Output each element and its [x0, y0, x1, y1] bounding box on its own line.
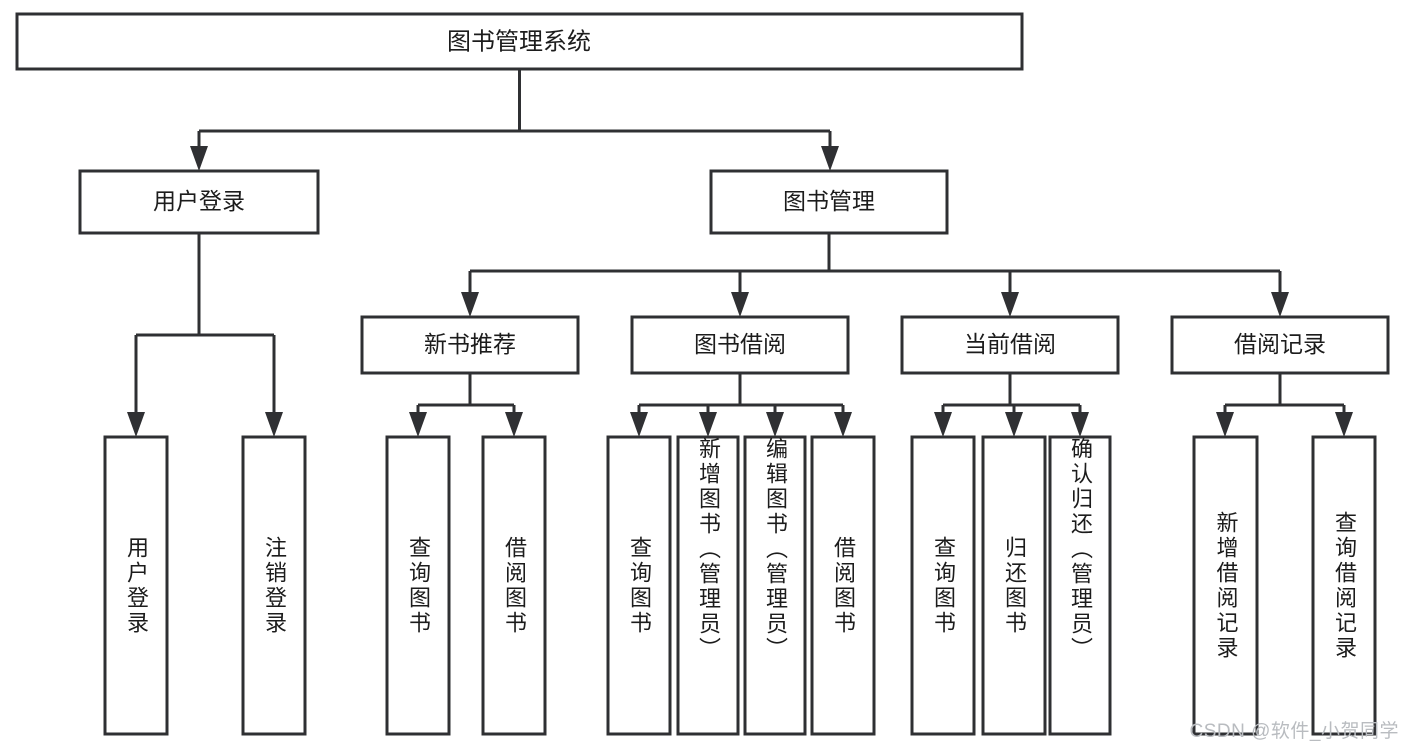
node-book-mgmt-label: 图书管理 — [783, 188, 875, 214]
node-current-borrow[interactable]: 当前借阅 — [900, 315, 1120, 375]
leaf-node-borrow-book-1[interactable] — [481, 435, 547, 736]
node-root-title[interactable]: 图书管理系统 — [15, 12, 1024, 71]
node-new-book-rec[interactable]: 新书推荐 — [360, 315, 580, 375]
connector-userlogin-to-leaves — [127, 233, 283, 437]
leaf-node-borrow-book-2[interactable] — [810, 435, 876, 736]
connector-borrowrecord-to-leaves — [1216, 373, 1353, 437]
connector-newbook-to-leaves — [409, 373, 523, 437]
node-borrow-record-label: 借阅记录 — [1234, 331, 1326, 357]
connector-root-to-level2 — [190, 69, 839, 171]
node-user-login-label: 用户登录 — [153, 188, 245, 214]
leaf-node-logout[interactable] — [241, 435, 307, 736]
connector-bookmgmt-to-level3 — [461, 233, 1289, 317]
watermark-text: CSDN @软件_小贺同学 — [1189, 721, 1399, 742]
node-root-title-label: 图书管理系统 — [447, 28, 591, 55]
leaf-node-add-record[interactable] — [1192, 435, 1259, 736]
node-current-borrow-label: 当前借阅 — [964, 331, 1056, 357]
leaf-node-user-login[interactable] — [103, 435, 169, 736]
leaf-node-query-book-1[interactable] — [385, 435, 451, 736]
leaf-node-return-book[interactable] — [981, 435, 1047, 736]
node-book-borrow[interactable]: 图书借阅 — [630, 315, 850, 375]
leaf-node-query-book-2[interactable] — [606, 435, 672, 736]
leaf-node-query-record[interactable] — [1311, 435, 1377, 736]
leaf-node-confirm-return[interactable] — [1048, 435, 1112, 736]
leaf-node-add-book[interactable] — [676, 435, 740, 736]
node-book-mgmt[interactable]: 图书管理 — [709, 169, 949, 235]
node-borrow-record[interactable]: 借阅记录 — [1170, 315, 1390, 375]
node-new-book-rec-label: 新书推荐 — [424, 331, 516, 357]
connector-bookborrow-to-leaves — [630, 373, 852, 437]
leaf-node-edit-book[interactable] — [743, 435, 807, 736]
connector-currentborrow-to-leaves — [934, 373, 1089, 437]
node-user-login[interactable]: 用户登录 — [78, 169, 320, 235]
leaf-node-query-book-3[interactable] — [910, 435, 976, 736]
node-book-borrow-label: 图书借阅 — [694, 331, 786, 357]
